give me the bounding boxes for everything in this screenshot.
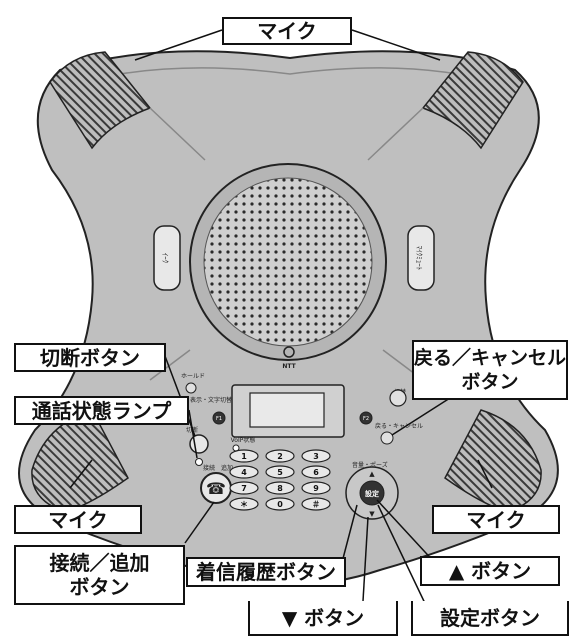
mute-button-right	[407, 225, 435, 291]
up-arrow-icon: ▲	[369, 470, 375, 478]
keypad-key-9	[301, 481, 331, 495]
power-icon	[283, 346, 295, 358]
callout-down-button: ▼ ボタン	[248, 601, 398, 636]
svg-text:VoIP状態: VoIP状態	[231, 436, 256, 444]
callout-mic-right: マイク	[432, 505, 560, 534]
settings-button-device	[359, 480, 385, 506]
callout-up-button: ▲ ボタン	[420, 556, 560, 586]
disconnect-button-device	[189, 434, 209, 454]
callout-mic-left: マイク	[14, 505, 142, 534]
mic-grill-bottom-left	[31, 409, 129, 513]
keypad-key-8	[265, 481, 295, 495]
keypad-key-10	[229, 497, 259, 511]
svg-text:F1: F1	[216, 416, 222, 422]
brand-label: NTT	[282, 363, 296, 370]
keypad-key-5	[265, 465, 295, 479]
svg-text:F2: F2	[363, 416, 369, 422]
keypad-key-label: 5	[277, 468, 283, 477]
callout-mic-top: マイク	[222, 17, 352, 45]
mute-left-label: ｲｰｸ	[161, 253, 169, 264]
keypad-key-label: 4	[241, 468, 247, 477]
callout-connect-add-button: 接続／追加 ボタン	[14, 545, 185, 605]
keypad: 1 2 3 4 5 6 7 8 9 ＊ 0 ＃	[229, 449, 331, 511]
keypad-key-label: 9	[313, 484, 319, 493]
keypad-key-label: ＊	[240, 500, 248, 509]
leader-lines	[69, 29, 493, 619]
speaker-grill	[203, 177, 373, 347]
callout-call-status-lamp: 通話状態ランプ	[14, 396, 189, 425]
back-cancel-button-device	[380, 431, 394, 445]
lcd-display	[249, 392, 325, 428]
callout-back-cancel-button: 戻る／キャンセル ボタン	[412, 340, 568, 400]
callout-disconnect-button: 切断ボタン	[14, 343, 166, 372]
keypad-key-label: ＃	[312, 500, 320, 509]
f2-button	[359, 411, 373, 425]
mic-grill-bottom-right	[444, 409, 542, 513]
svg-text:戻る・キャンセル: 戻る・キャンセル	[375, 422, 423, 430]
keypad-key-label: 7	[241, 484, 247, 493]
handset-icon: ☎	[206, 479, 226, 498]
callout-settings-button: 設定ボタン	[411, 601, 569, 636]
keypad-key-label: 6	[313, 468, 319, 477]
keypad-key-7	[229, 481, 259, 495]
callout-incoming-history-button: 着信履歴ボタン	[186, 557, 346, 587]
switch-button	[389, 389, 407, 407]
display-toggle-label: 表示・文字切替	[190, 396, 232, 404]
keypad-key-12	[301, 497, 331, 511]
keypad-key-11	[265, 497, 295, 511]
keypad-key-1	[229, 449, 259, 463]
keypad-key-label: 1	[241, 452, 247, 461]
svg-text:音量・ポーズ: 音量・ポーズ	[352, 461, 388, 469]
keypad-key-label: 3	[313, 452, 319, 461]
keypad-key-4	[229, 465, 259, 479]
mute-right-label: ﾏｲｸﾐｭｰﾄ	[415, 246, 423, 271]
keypad-key-label: 0	[277, 500, 283, 509]
hold-button	[185, 382, 197, 394]
keypad-key-label: 8	[277, 484, 283, 493]
keypad-key-2	[265, 449, 295, 463]
hold-label: ホールド	[181, 373, 205, 380]
call-status-lamp-device	[195, 458, 203, 466]
keypad-key-label: 2	[277, 452, 283, 461]
keypad-key-3	[301, 449, 331, 463]
f1-button	[212, 411, 226, 425]
svg-text:設定: 設定	[365, 489, 379, 498]
down-arrow-icon: ▼	[369, 510, 375, 518]
keypad-key-6	[301, 465, 331, 479]
mute-button-left	[153, 225, 181, 291]
svg-text:接続 追加: 接続 追加	[203, 464, 233, 472]
